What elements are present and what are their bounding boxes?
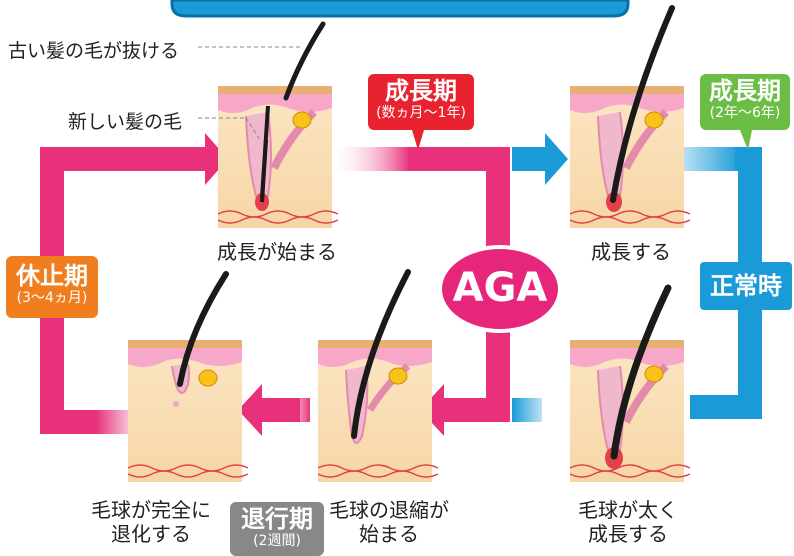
- badge-regression-bg: [230, 502, 324, 556]
- stage-regression-start: 毛球の退縮が 始まる: [326, 498, 452, 546]
- stage-bulb-thick-line1: 毛球が太く: [578, 498, 678, 522]
- badge-normal-growth: 成長期 (2年〜6年): [700, 77, 790, 122]
- badge-rest: 休止期 (3〜4ヵ月): [6, 262, 98, 307]
- leader-new-hair-2: [245, 117, 261, 141]
- hair-strands: [177, 5, 675, 460]
- stage-regression-complete: 毛球が完全に 退化する: [84, 498, 218, 546]
- badge-normal-growth-tail: [740, 130, 752, 150]
- stage-growing: 成長する: [591, 240, 671, 264]
- badge-normal-bg: [700, 262, 792, 310]
- stage-regression-start-line1: 毛球の退縮が: [329, 498, 449, 522]
- badge-aga-growth: 成長期 (数ヵ月〜1年): [368, 77, 474, 122]
- new-hair-annotation: 新しい髪の毛: [68, 111, 183, 133]
- badge-normal-growth-bg: [700, 74, 790, 130]
- badge-regression-duration: (2週間): [253, 533, 301, 549]
- badge-normal-growth-duration: (2年〜6年): [709, 105, 781, 121]
- badge-normal-growth-name: 成長期: [709, 77, 781, 105]
- stage-regression-start-line2: 始まる: [359, 522, 419, 546]
- badge-aga-growth-tail: [412, 130, 424, 150]
- badge-rest-name: 休止期: [16, 262, 88, 290]
- badge-aga-growth-duration: (数ヵ月〜1年): [376, 105, 466, 121]
- panel-regression-start: [317, 340, 439, 482]
- old-hair-annotation: 古い髪の毛が抜ける: [8, 40, 180, 62]
- badge-aga-growth-bg: [368, 74, 474, 130]
- panel-bulb-thick: [569, 340, 691, 482]
- badge-normal: 正常時: [710, 272, 782, 300]
- badge-aga-growth-name: 成長期: [385, 77, 457, 105]
- badge-regression: 退行期 (2週間): [230, 505, 324, 550]
- panel-growth-start: [217, 86, 339, 228]
- badge-regression-name: 退行期: [241, 505, 313, 533]
- aga-cycle-arrows: [40, 133, 510, 436]
- stage-bulb-thick: 毛球が太く 成長する: [566, 498, 690, 546]
- aga-label: AGA: [452, 265, 548, 311]
- aga-ellipse: [438, 245, 562, 333]
- header-bar: [170, 0, 630, 18]
- badge-rest-duration: (3〜4ヵ月): [16, 290, 88, 306]
- stage-regression-complete-line2: 退化する: [111, 522, 191, 546]
- stage-regression-complete-line1: 毛球が完全に: [91, 498, 211, 522]
- stage-growth-start: 成長が始まる: [217, 240, 337, 264]
- panel-growing: [569, 86, 691, 228]
- badge-rest-bg: [6, 256, 98, 318]
- stage-bulb-thick-line2: 成長する: [588, 522, 668, 546]
